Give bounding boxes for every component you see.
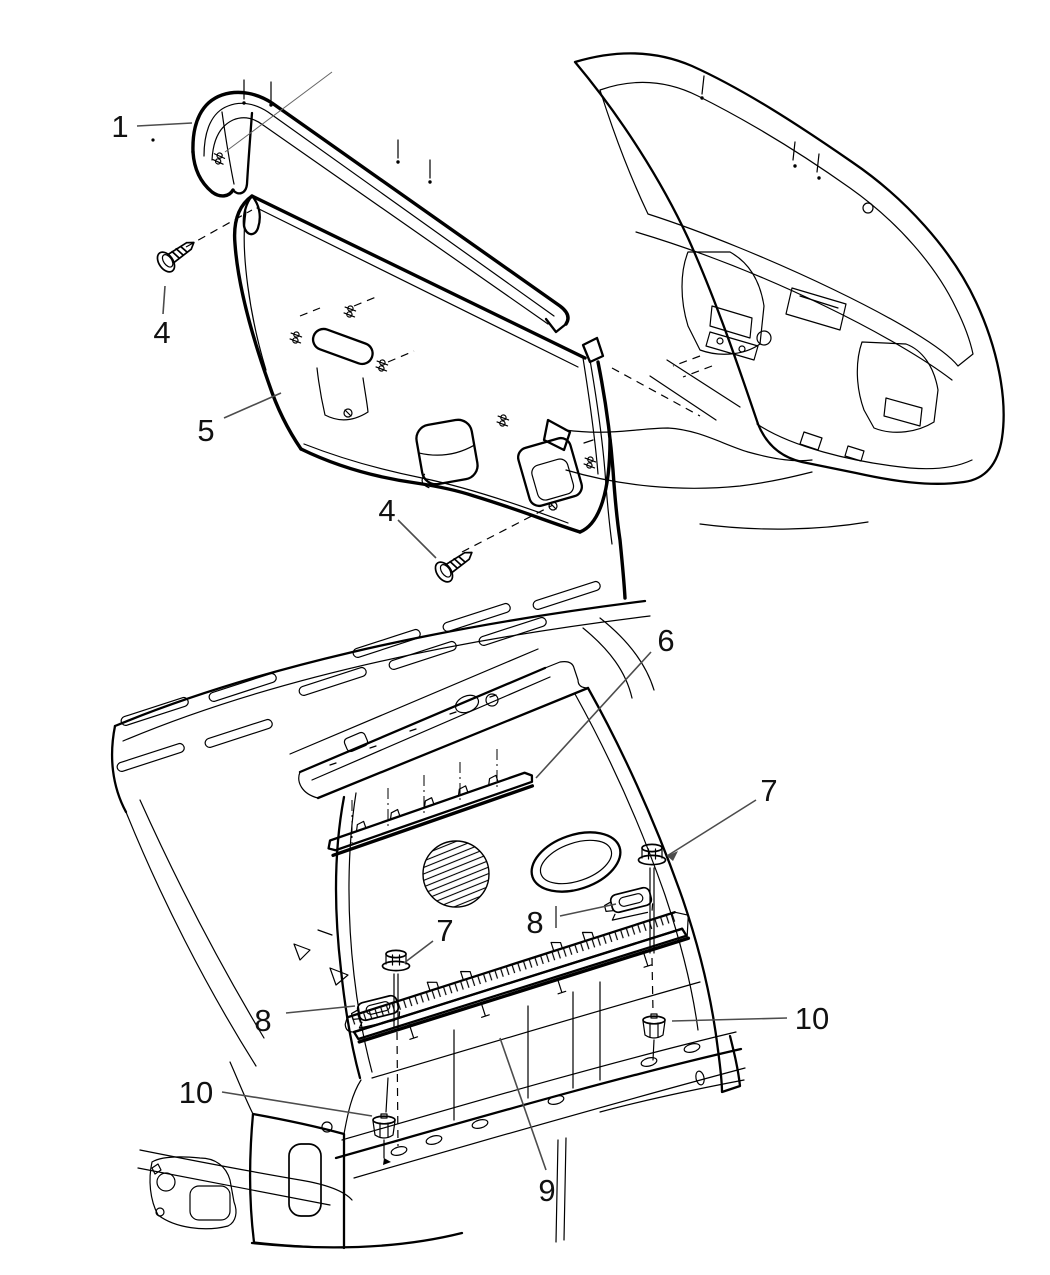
light-bar xyxy=(327,771,535,858)
bolt-left xyxy=(381,949,411,1147)
rear-body-upper-section xyxy=(542,367,869,530)
callout-label-1: 1 xyxy=(111,109,128,144)
callout-label-4a: 4 xyxy=(153,315,170,350)
rear-body-lower-section xyxy=(137,981,746,1250)
callout-label-10b: 10 xyxy=(795,1001,829,1036)
seal-grommet-oval xyxy=(530,831,622,893)
callout-label-10a: 10 xyxy=(179,1075,213,1110)
callout-label-7a: 7 xyxy=(436,913,453,948)
roof-panel xyxy=(110,579,655,1067)
callout-label-7b: 7 xyxy=(760,773,777,808)
liftgate-trim-panel xyxy=(232,194,627,600)
speaker-grille xyxy=(422,840,490,908)
callout-label-9: 9 xyxy=(538,1173,555,1208)
liftgate-opening-header xyxy=(298,661,590,800)
callout-labels: 1 4 5 4 6 7 8 7 8 10 10 9 xyxy=(111,109,829,1208)
liftgate-inner-panel xyxy=(573,52,1005,485)
bolt-right xyxy=(637,843,667,1013)
callout-label-4b: 4 xyxy=(378,493,395,528)
callout-label-8a: 8 xyxy=(254,1003,271,1038)
sill-scuff-plate xyxy=(344,911,691,1044)
mounting-screw-lower xyxy=(431,504,554,586)
hook-bracket-right xyxy=(601,885,656,923)
upper-trim-molding xyxy=(151,71,570,334)
light-bar-centerlines xyxy=(351,749,498,843)
callout-label-6: 6 xyxy=(657,623,674,658)
retainer-left xyxy=(372,1077,396,1165)
callout-leaders xyxy=(136,122,788,1171)
callout-label-8b: 8 xyxy=(526,905,543,940)
mounting-screw-upper xyxy=(153,209,253,276)
callout-label-5: 5 xyxy=(197,413,214,448)
retainer-right xyxy=(642,1013,666,1061)
